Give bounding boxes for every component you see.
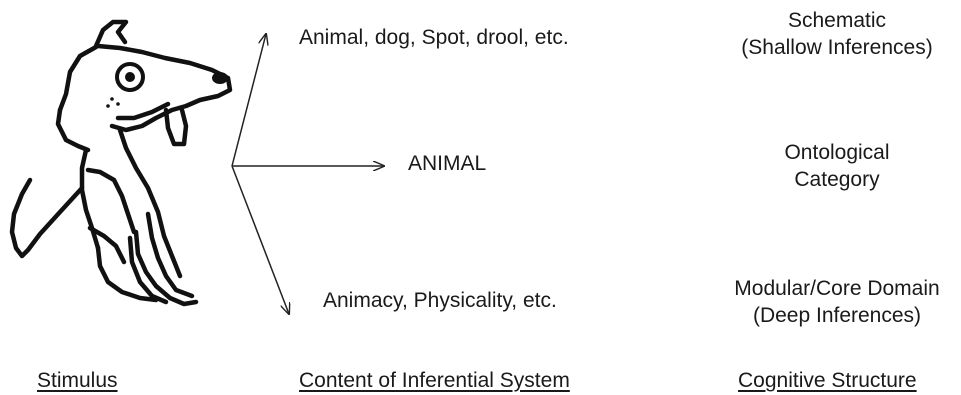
dog-pupil [125,72,135,82]
structure-schematic: Schematic (Shallow Inferences) [712,7,961,61]
label-cognitive-structure: Cognitive Structure [738,369,917,392]
structure-ontological-line1: Ontological [784,141,890,164]
dog-front-leg-2 [145,211,195,299]
structure-ontological-line2: Category [794,168,880,191]
dog-chest [117,127,183,279]
dog-head [95,43,233,133]
inference-item-schematic: Animal, dog, Spot, drool, etc. [299,26,569,49]
structure-core-domain-line1: Modular/Core Domain [734,277,940,300]
dog-hind-leg [95,245,159,303]
structure-ontological: Ontological Category [712,139,961,193]
dog-belly [87,225,127,265]
dog-haunch [85,167,137,235]
dog-nose [212,72,228,84]
arrow-to-core-domain [231,165,289,314]
structure-schematic-line1: Schematic [787,9,887,32]
dog-ear-right [57,44,99,113]
dog-neck [55,107,91,153]
inference-item-core-domain: Animacy, Physicality, etc. [323,289,557,312]
dog-front-leg-1 [133,229,199,307]
dog-ear-left [93,19,129,49]
label-inferential-system: Content of Inferential System [299,369,570,392]
arrow-to-schematic [231,34,266,167]
structure-core-domain: Modular/Core Domain (Deep Inferences) [712,275,961,329]
structure-core-domain-line2: (Deep Inferences) [752,304,922,327]
structure-schematic-line2: (Shallow Inferences) [741,36,933,59]
label-stimulus: Stimulus [37,369,118,392]
inference-item-ontological: ANIMAL [408,152,487,175]
dog-jaw [115,101,171,121]
dog-tail [9,177,85,259]
dog-tongue [163,107,189,147]
